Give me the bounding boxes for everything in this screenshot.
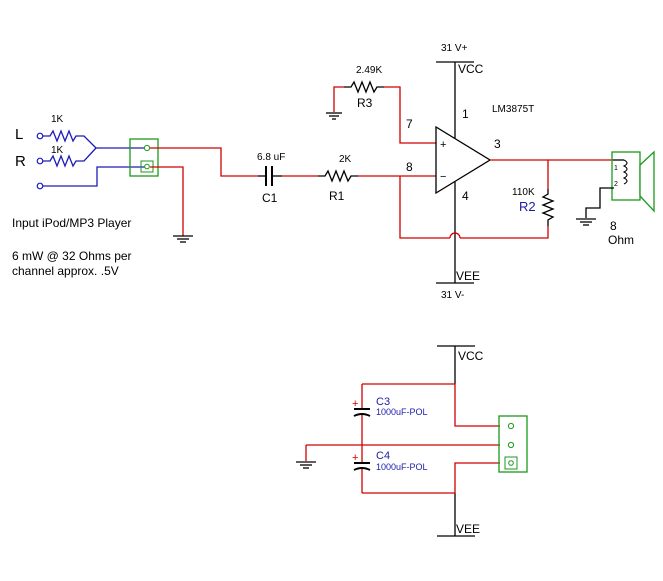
opamp-plus-sign: + <box>440 139 446 151</box>
capacitor-c4: + C4 1000uF-POL <box>352 445 428 493</box>
ground-symbol <box>173 235 193 243</box>
power-connector <box>498 415 528 473</box>
left-input-terminal <box>36 132 44 140</box>
feedback-crossover <box>449 232 461 239</box>
capacitor-c3: + C3 1000uF-POL <box>352 384 428 445</box>
r3-ground-symbol <box>326 112 342 120</box>
left-resistor-value: 1K <box>51 114 64 125</box>
opamp-pin-8: 8 <box>406 160 413 174</box>
opamp-part-number: LM3875T <box>492 104 534 115</box>
input-to-c1-wire <box>150 147 258 177</box>
input-ground-wire <box>43 166 148 187</box>
r3-value: 2.49K <box>356 65 382 76</box>
input-section: L R 1K 1K Input iPod/MP3 Player 6 mW @ 3… <box>12 114 258 278</box>
c3-value: 1000uF-POL <box>376 407 428 417</box>
speaker-ground-symbol <box>576 218 596 226</box>
c3-polarity: + <box>352 398 358 410</box>
psu-vee-label: VEE <box>456 522 480 536</box>
r3-ground-wire <box>333 86 344 112</box>
input-connector-pin-1 <box>143 144 151 152</box>
input-description: Input iPod/MP3 Player <box>12 216 131 230</box>
speaker-unit: Ohm <box>608 233 634 247</box>
vcc-label: VCC <box>458 62 484 76</box>
opamp-supply: 31 V+ VCC VEE 31 V- <box>436 43 484 301</box>
speaker-impedance: 8 <box>610 219 617 233</box>
speaker: 1 2 8 Ohm <box>608 150 655 247</box>
opamp-pin-3: 3 <box>494 137 501 151</box>
vee-voltage: 31 V- <box>441 290 464 301</box>
speaker-ground-wire <box>585 187 614 218</box>
right-channel-label: R <box>15 153 26 170</box>
right-resistor-value: 1K <box>51 145 64 156</box>
r3-to-noninverting-wire <box>384 86 436 144</box>
resistor-r2: 110K R2 <box>512 187 555 226</box>
capacitor-c1: 6.8 uF C1 <box>257 152 285 205</box>
r2-label: R2 <box>519 199 536 214</box>
c1-label: C1 <box>262 191 278 205</box>
right-input-resistor <box>43 147 97 168</box>
psu-positive-rail <box>362 383 500 427</box>
input-ground-return-wire <box>150 166 184 236</box>
speaker-cone <box>639 150 655 213</box>
c3-label: C3 <box>376 396 390 408</box>
opamp-pin-1: 1 <box>462 107 469 121</box>
output-to-r2-wire <box>490 159 549 189</box>
resistor-r3: 2.49K R3 <box>344 65 384 110</box>
left-channel-label: L <box>15 126 23 143</box>
power-connector-pin-2 <box>507 441 515 449</box>
r2-value: 110K <box>512 187 535 198</box>
vee-label: VEE <box>456 269 480 283</box>
power-connector-pin-3 <box>504 456 518 470</box>
psu-negative-rail <box>362 462 500 494</box>
speaker-pin-1: 1 <box>614 165 618 172</box>
opamp-lm3875t: + − LM3875T 1 7 8 3 4 <box>406 62 534 283</box>
r3-label: R3 <box>357 96 373 110</box>
r1-value: 2K <box>339 154 352 165</box>
psu-ground-symbol <box>296 461 316 469</box>
psu-section: VCC VEE + C3 1000uF-POL <box>296 345 528 537</box>
c1-value: 6.8 uF <box>257 152 285 163</box>
opamp-minus-sign: − <box>440 171 446 183</box>
input-power-note: 6 mW @ 32 Ohms per <box>12 249 132 263</box>
power-connector-pin-1 <box>507 422 515 430</box>
opamp-pin-4: 4 <box>462 189 469 203</box>
input-voltage-note: channel approx. .5V <box>12 264 119 278</box>
opamp-pin-7: 7 <box>406 117 413 131</box>
ground-input-terminal <box>36 182 44 190</box>
feedback-wire-right <box>460 226 549 239</box>
speaker-pin-2: 2 <box>614 181 618 188</box>
opamp-triangle <box>435 125 492 195</box>
feedback-wire-left <box>399 176 450 239</box>
right-input-terminal <box>36 157 44 165</box>
c4-polarity: + <box>352 452 358 464</box>
r1-label: R1 <box>329 189 345 203</box>
left-input-resistor <box>43 129 97 149</box>
c4-value: 1000uF-POL <box>376 462 428 472</box>
resistor-r1: 2K R1 <box>318 154 358 203</box>
vcc-voltage: 31 V+ <box>441 43 468 54</box>
speaker-coil-icon <box>622 159 628 185</box>
input-connector <box>129 138 159 177</box>
c4-label: C4 <box>376 450 390 462</box>
psu-vcc-label: VCC <box>458 349 484 363</box>
